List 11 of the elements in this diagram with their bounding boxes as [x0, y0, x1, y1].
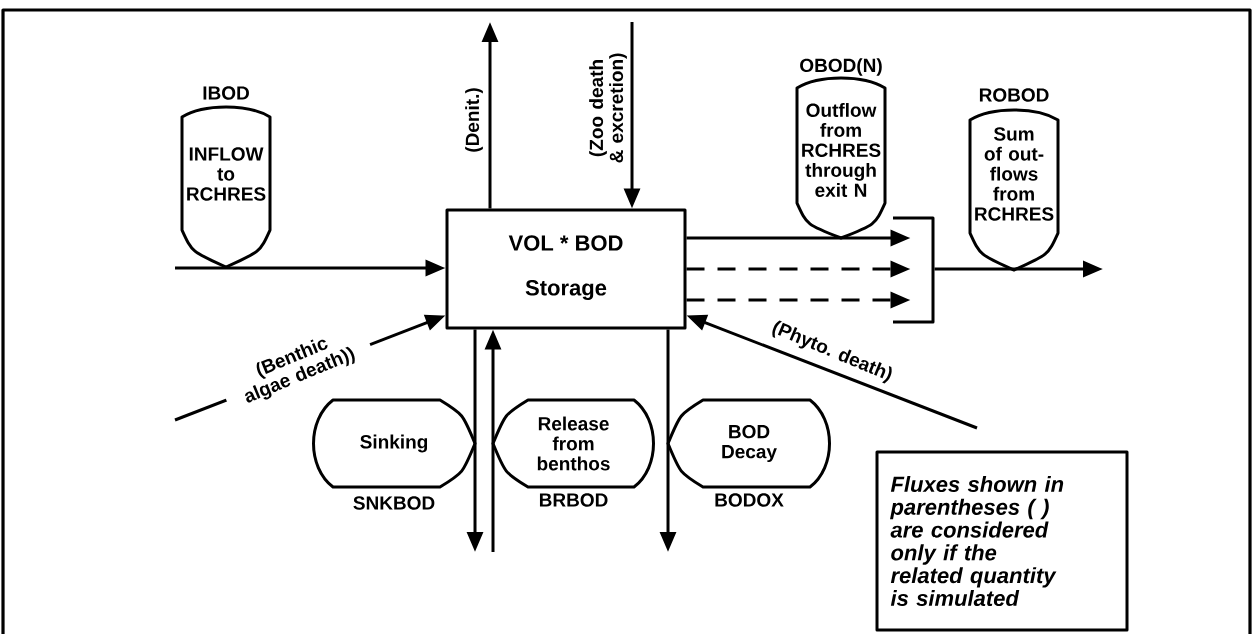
variable-name: BRBOD — [539, 493, 608, 507]
variable-name: ROBOD — [979, 88, 1049, 102]
edge-label: (Zoo death & excretion) — [586, 48, 630, 168]
variable-name: IBOD — [203, 86, 249, 100]
variable-name: SNKBOD — [353, 496, 435, 510]
variable-name: OBOD(N) — [800, 58, 882, 76]
variable-name: BODOX — [715, 493, 784, 507]
bracket — [893, 216, 935, 324]
edge-label: (Denit.) — [462, 84, 486, 156]
storage-box: VOL * BOD Storage — [445, 208, 687, 330]
note-box: Fluxes shown in parentheses ( ) are considered only if the related quantity is simulated — [875, 450, 1129, 632]
